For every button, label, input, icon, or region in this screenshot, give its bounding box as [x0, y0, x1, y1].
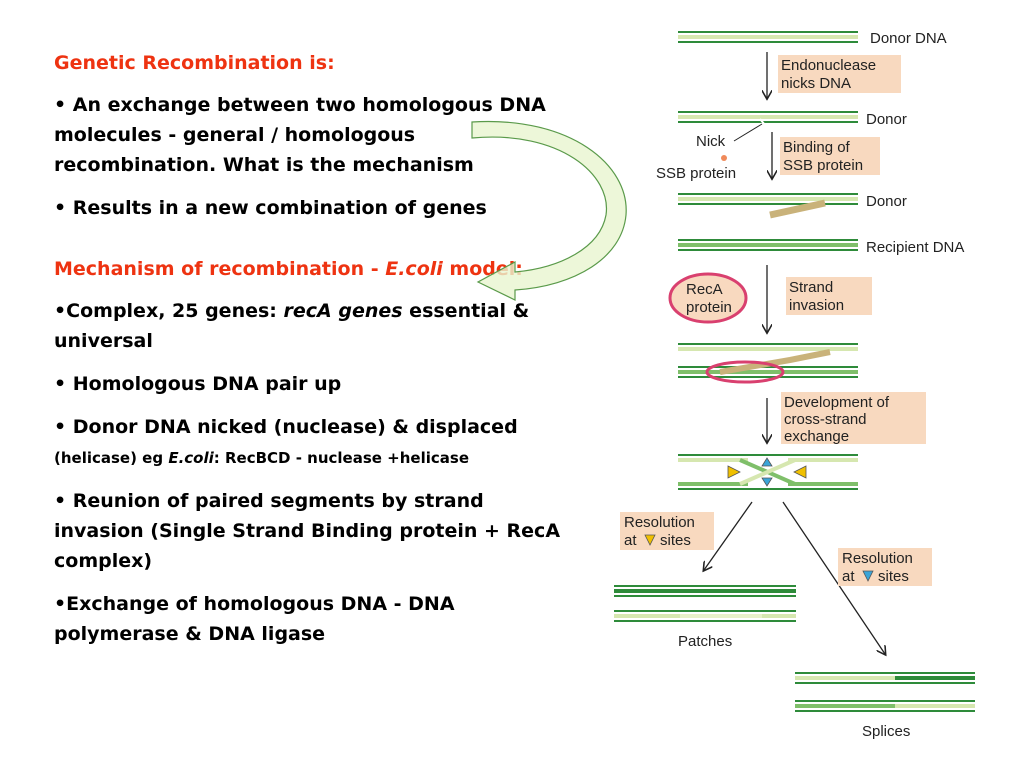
- label-reca-2: protein: [686, 299, 732, 316]
- bullet-donor-main: • Donor DNA nicked (nuclease) & displace…: [54, 416, 518, 438]
- label-endonuclease-2: nicks DNA: [781, 75, 851, 92]
- bullet-exchange-dna: •Exchange of homologous DNA - DNA polyme…: [54, 593, 455, 645]
- splices-strands: [795, 672, 975, 712]
- label-strand-2: invasion: [789, 297, 844, 314]
- label-binding-2: SSB protein: [783, 157, 863, 174]
- heading-mechanism-pre: Mechanism of recombination -: [54, 258, 386, 280]
- heading-genetic-recombination: Genetic Recombination is:: [54, 52, 335, 74]
- label-res2-sites: sites: [878, 568, 909, 585]
- donor-dna-strands: [678, 31, 858, 43]
- label-endonuclease-1: Endonuclease: [781, 57, 876, 74]
- label-patches: Patches: [678, 633, 732, 650]
- bullet-results: • Results in a new combination of genes: [54, 197, 487, 219]
- reca-complex-oval: [705, 360, 785, 384]
- bullet-complex-pre: •Complex, 25 genes:: [54, 300, 284, 322]
- label-binding-1: Binding of: [783, 139, 851, 156]
- label-dev-2: cross-strand: [784, 411, 867, 428]
- bullet-pair-up: • Homologous DNA pair up: [54, 373, 342, 395]
- blue-site-icon: [862, 570, 874, 582]
- label-dev-1: Development of: [784, 394, 890, 411]
- donor-nicked-strands: [678, 111, 858, 126]
- label-res1-at: at: [624, 532, 637, 549]
- arrow-to-patches: [704, 501, 753, 570]
- patches-strands: [614, 585, 796, 622]
- label-ssb-protein: SSB protein: [656, 165, 736, 182]
- curved-arrow: [471, 120, 627, 301]
- bullet-donor-small-pre: (helicase) eg: [54, 449, 169, 467]
- box-resolution-1: [620, 512, 714, 550]
- bullet-donor-small-italic: E.coli: [168, 449, 214, 467]
- ssb-dot: [721, 155, 727, 161]
- box-ssb-binding: [780, 137, 880, 175]
- holliday-junction: [678, 454, 858, 490]
- label-dev-3: exchange: [784, 428, 849, 445]
- recipient-dna-strands: [678, 239, 858, 251]
- yellow-site-icon: [644, 534, 656, 546]
- label-recipient-dna: Recipient DNA: [866, 239, 964, 256]
- bullet-complex: •Complex, 25 genes: recA genes essential…: [54, 296, 614, 356]
- label-res1-1: Resolution: [624, 514, 695, 531]
- heading-mechanism-italic: E.coli: [385, 258, 443, 280]
- label-strand-1: Strand: [789, 279, 833, 296]
- label-donor-1: Donor: [866, 111, 907, 128]
- bullet-reunion: • Reunion of paired segments by strand i…: [54, 490, 561, 572]
- bullet-donor-small-post: : RecBCD - nuclease +helicase: [213, 449, 469, 467]
- invasion-strands: [678, 343, 858, 378]
- reca-oval: [668, 272, 748, 324]
- bullet-exchange: • An exchange between two homologous DNA…: [54, 94, 546, 176]
- bullet-complex-italic: recA genes: [283, 300, 403, 322]
- label-res2-at: at: [842, 568, 855, 585]
- label-splices: Splices: [862, 723, 910, 740]
- label-res2-1: Resolution: [842, 550, 913, 567]
- label-donor-2: Donor: [866, 193, 907, 210]
- box-strand-invasion: [786, 277, 872, 315]
- donor-displaced-strands: [678, 193, 858, 219]
- box-resolution-2: [838, 548, 932, 586]
- label-reca-1: RecA: [686, 281, 723, 298]
- nick-pointer: [733, 123, 763, 142]
- box-endonuclease: [778, 55, 901, 93]
- box-cross-strand: [781, 392, 926, 444]
- arrow-to-splices: [782, 501, 885, 654]
- label-donor-dna: Donor DNA: [870, 30, 947, 47]
- label-res1-sites: sites: [660, 532, 691, 549]
- text-panel: Genetic Recombination is: • An exchange …: [54, 52, 614, 662]
- bullet-donor-nicked: • Donor DNA nicked (nuclease) & displace…: [54, 412, 614, 473]
- label-nick: Nick: [696, 133, 726, 150]
- bullet-complex-post: essential & universal: [54, 300, 530, 352]
